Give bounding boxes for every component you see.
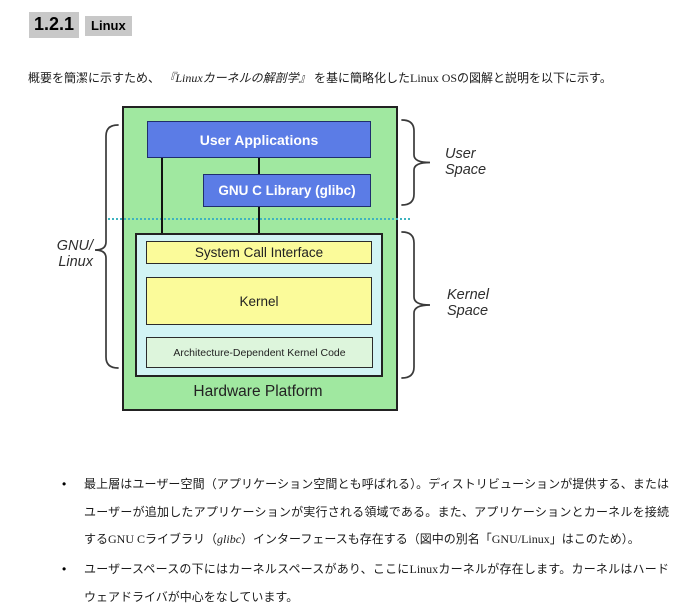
- gnu-linux-label: GNU/ Linux: [56, 238, 93, 270]
- hardware-platform-label: Hardware Platform: [193, 383, 323, 400]
- bullet-text: 最上層はユーザー空間（アプリケーション空間とも呼ばれる）。ディストリビューション…: [84, 477, 669, 546]
- system-call-interface-box: System Call Interface: [146, 241, 372, 264]
- arch-dependent-kernel-code-box: Architecture-Dependent Kernel Code: [146, 337, 373, 368]
- section-heading: 1.2.1 Linux: [29, 12, 132, 38]
- user-kernel-divider-line: [108, 218, 412, 220]
- intro-paragraph: 概要を簡潔に示すため、 『Linuxカーネルの解剖学』 を基に簡略化したLinu…: [28, 71, 612, 85]
- heading-title-chip: Linux: [85, 16, 132, 36]
- kernel-space-brace: [401, 231, 431, 379]
- bullet-marker: •: [62, 477, 67, 491]
- connector-line: [161, 158, 163, 242]
- list-item: • 最上層はユーザー空間（アプリケーション空間とも呼ばれる）。ディストリビューシ…: [62, 471, 669, 554]
- connector-line: [258, 158, 260, 175]
- user-applications-box: User Applications: [147, 121, 371, 158]
- list-item: • ユーザースペースの下にはカーネルスペースがあり、ここにLinuxカーネルが存…: [62, 556, 669, 611]
- connector-line: [258, 206, 260, 242]
- gnu-c-library-box: GNU C Library (glibc): [203, 174, 371, 207]
- user-space-brace: [401, 119, 431, 206]
- bullet-marker: •: [62, 562, 67, 576]
- user-space-label: User Space: [445, 146, 487, 178]
- heading-number-chip: 1.2.1: [29, 12, 80, 38]
- gnu-linux-brace: [94, 124, 119, 369]
- bullet-text: ユーザースペースの下にはカーネルスペースがあり、ここにLinuxカーネルが存在し…: [84, 562, 669, 604]
- linux-architecture-diagram: User Applications GNU C Library (glibc) …: [56, 106, 489, 411]
- kernel-space-label: Kernel Space: [447, 287, 489, 319]
- kernel-box: Kernel: [146, 277, 372, 325]
